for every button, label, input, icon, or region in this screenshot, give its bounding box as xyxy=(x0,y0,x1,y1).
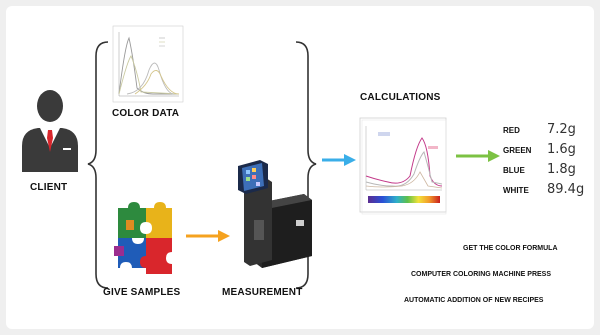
result-name: WHITE xyxy=(503,186,529,195)
step-new-recipes: AUTOMATIC ADDITION OF NEW RECIPES xyxy=(404,297,544,304)
result-row-red: RED 7.2g xyxy=(503,122,576,138)
give-samples-label: GIVE SAMPLES xyxy=(103,287,181,298)
result-value: 1.6g xyxy=(547,142,576,157)
puzzle-icon xyxy=(114,202,172,274)
calculations-graph xyxy=(359,117,447,215)
result-row-white: WHITE 89.4g xyxy=(503,182,584,198)
step-machine-press: COMPUTER COLORING MACHINE PRESS xyxy=(411,271,552,278)
result-value: 1.8g xyxy=(547,162,576,177)
step-get-formula: GET THE COLOR FORMULA xyxy=(463,245,558,252)
result-name: GREEN xyxy=(503,146,532,155)
result-row-green: GREEN 1.6g xyxy=(503,142,576,158)
measurement-device-icon xyxy=(238,160,312,268)
client-label: CLIENT xyxy=(30,182,68,193)
right-brace xyxy=(295,41,317,289)
color-data-graph xyxy=(112,25,184,103)
color-data-label: COLOR DATA xyxy=(112,108,180,119)
calculations-label: CALCULATIONS xyxy=(360,92,441,103)
diagram-card xyxy=(6,6,594,329)
left-brace xyxy=(87,41,109,289)
measurement-label: MEASUREMENT xyxy=(222,287,303,298)
arrow-green xyxy=(456,150,500,162)
result-name: BLUE xyxy=(503,166,525,175)
result-value: 7.2g xyxy=(547,122,576,137)
result-value: 89.4g xyxy=(547,182,585,197)
result-row-blue: BLUE 1.8g xyxy=(503,162,576,178)
result-name: RED xyxy=(503,126,520,135)
arrow-blue xyxy=(322,154,356,166)
arrow-orange xyxy=(186,230,230,242)
client-icon xyxy=(22,90,78,172)
